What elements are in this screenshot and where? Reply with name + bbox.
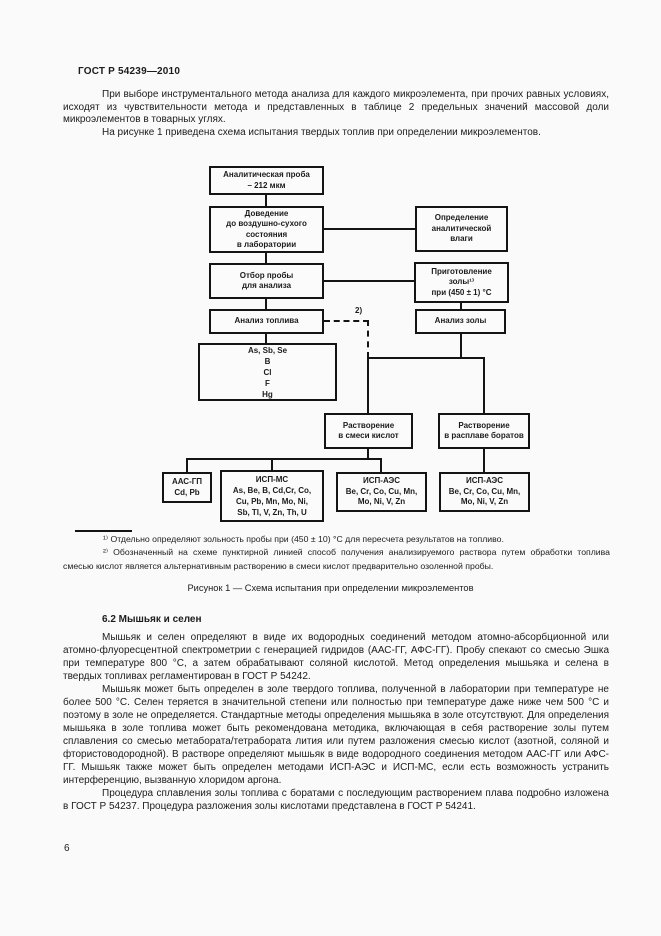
connector-methods-horizontal <box>186 458 382 460</box>
intro-paragraph-1: При выборе инструментального метода анал… <box>63 89 609 126</box>
flowchart-box-sampling: Отбор пробы для анализа <box>209 263 324 299</box>
figure-caption: Рисунок 1 — Схема испытания при определе… <box>187 583 474 593</box>
intro-text: При выборе инструментального метода анал… <box>63 89 609 139</box>
section-6-2: 6.2 Мышьяк и селен Мышьяк и селен опреде… <box>63 613 609 813</box>
flowchart-box-air-drying: Доведение до воздушно-сухого состояния в… <box>209 206 324 253</box>
connector-to-icp-ms <box>271 458 273 470</box>
connector-dashed-fuel-alternative-v <box>367 320 369 358</box>
flowchart-box-icp-aes-left: ИСП-АЭС Be, Cr, Co, Cu, Mn, Mo, Ni, V, Z… <box>336 472 427 512</box>
footnote-2: ²⁾ Обозначенный на схеме пунктирной лини… <box>63 547 610 571</box>
connector-fuel-analysis-to-elements <box>265 334 267 343</box>
footnote-divider <box>75 530 132 532</box>
connector-to-aas-gp <box>186 458 188 472</box>
connector-drying-to-sampling <box>265 253 267 263</box>
footnote-1: ¹⁾ Отдельно определяют зольность пробы п… <box>103 534 504 544</box>
page-number: 6 <box>64 843 70 854</box>
flowchart-box-icp-ms: ИСП-МС As, Be, B, Cd,Cr, Co, Cu, Pb, Mn,… <box>220 470 324 522</box>
intro-paragraph-2: На рисунке 1 приведена схема испытания т… <box>102 126 541 138</box>
flowchart-box-moisture-determination: Определение аналитической влаги <box>415 206 508 252</box>
section-paragraph-1: Мышьяк и селен определяют в виде их водо… <box>63 632 609 682</box>
connector-ashing-to-ash-analysis <box>460 303 462 309</box>
flowchart-box-borate-dissolution: Растворение в расплаве боратов <box>438 413 530 449</box>
figure-footnotes: ¹⁾ Отдельно определяют зольность пробы п… <box>63 533 610 573</box>
connector-sample-to-drying <box>265 195 267 206</box>
flowchart-box-icp-aes-right: ИСП-АЭС Be, Cr, Co, Cu, Mn, Mo, Ni, V, Z… <box>439 472 530 512</box>
running-header: ГОСТ Р 54239—2010 <box>78 66 181 77</box>
section-heading: 6.2 Мышьяк и селен <box>102 614 202 625</box>
section-paragraph-3: Процедура сплавления золы топлива с бора… <box>63 788 609 812</box>
connector-ash-analysis-down <box>460 334 462 359</box>
flowchart-box-analytical-sample: Аналитическая проба – 212 мкм <box>209 166 324 195</box>
connector-sampling-to-ashing <box>324 280 414 282</box>
connector-to-icp-aes-left <box>380 458 382 472</box>
connector-to-icp-aes-right <box>483 449 485 472</box>
flowchart-box-acid-dissolution: Растворение в смеси кислот <box>324 413 413 449</box>
connector-dashed-fuel-alternative-h <box>324 320 369 322</box>
flowchart-box-ash-preparation: Приготовление золы¹⁾ при (450 ± 1) °С <box>414 262 509 303</box>
section-paragraph-2: Мышьяк может быть определен в золе тверд… <box>63 684 609 786</box>
flowchart-box-ash-analysis: Анализ золы <box>415 309 506 334</box>
connector-acid-dissolution-down <box>367 449 369 460</box>
connector-sampling-to-fuel-analysis <box>265 299 267 309</box>
flowchart-box-fuel-analysis: Анализ топлива <box>209 309 324 334</box>
connector-drying-to-moisture <box>324 228 415 230</box>
connector-to-acid-dissolution <box>367 357 369 413</box>
flowchart-box-aas-gp: ААС-ГП Cd, Pb <box>162 472 212 503</box>
dashed-line-footnote-label: 2) <box>355 306 363 315</box>
connector-split-horizontal <box>367 357 485 359</box>
connector-to-borate-dissolution <box>483 357 485 413</box>
flowchart-box-fuel-elements: As, Sb, Se B Cl F Hg <box>198 343 337 401</box>
